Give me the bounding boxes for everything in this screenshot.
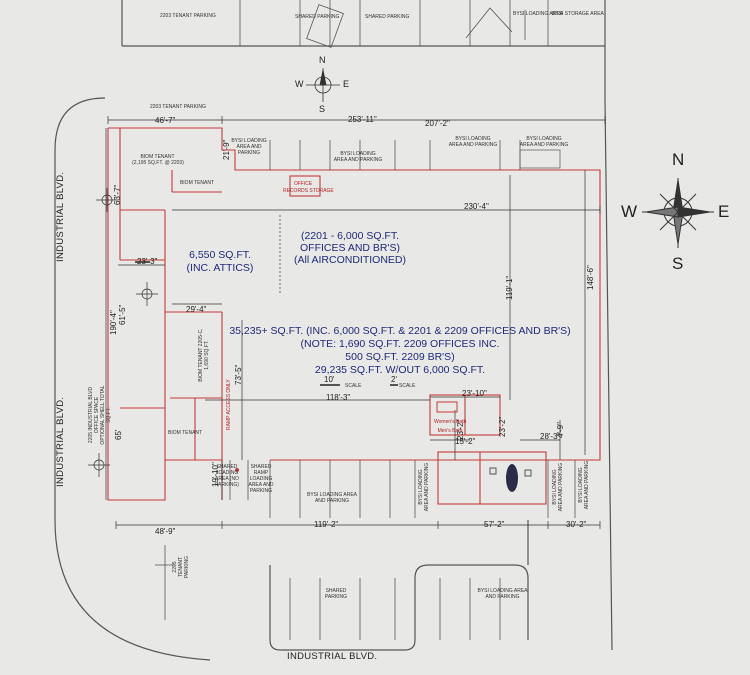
road-curbs (54, 0, 613, 661)
bysi-loading-label: BYSI LOADING AREA (513, 11, 564, 17)
compass-big-s: S (672, 254, 684, 273)
loading-label-bottom-main: BYSI LOADING AREA AND PARKING (306, 492, 358, 504)
shared-ramp-label: SHARED RAMP LOADING AREA AND PARKING (248, 464, 274, 494)
compass-big-w: W (621, 202, 638, 221)
scale-bars (135, 261, 398, 386)
loading-label-bottom-mid: BYSI LOADING AREA AND PARKING (418, 462, 430, 512)
small-compass-left2 (136, 282, 158, 306)
mens-bath-label: Men's Bath (437, 428, 463, 434)
dim-23-2-b: 23'-2" (498, 416, 507, 437)
dim-21-9: 21'-9" (222, 139, 231, 160)
dim-15-2: 15'-2" (455, 437, 476, 446)
south-shared-parking-label: SHARED PARKING (324, 588, 348, 600)
tenant-2205-parking-label: 2205 TENANT PARKING (172, 555, 190, 579)
loading-label-top3: BYSI LOADING AREA AND PARKING (448, 136, 498, 148)
loading-label-bottom-right: BYSI LOADING AREA AND PARKING (552, 462, 564, 512)
compass-big-n: N (672, 150, 685, 169)
office-area-line1: (2201 - 6,000 SQ.FT. (300, 230, 400, 242)
records-storage-label: RECORDS STORAGE (283, 188, 334, 194)
loading-label-right-vert: BYSI LOADING AREA AND PARKING (578, 460, 590, 510)
road-label-west-upper: INDUSTRIAL BLVD. (55, 171, 66, 262)
scale-2: 2' (391, 375, 397, 384)
interior-details (235, 149, 561, 492)
small-compass-top (306, 68, 340, 102)
dim-230-4: 230'-4" (464, 202, 489, 211)
dim-63-7: 63'-7" (113, 184, 122, 205)
office-area-line3: (All AIRCONDITIONED) (293, 254, 406, 266)
dim-57-2: 57'-2" (484, 520, 505, 529)
dim-61-5: 61'-5" (118, 304, 127, 325)
main-area-line3: 500 SQ.FT. 2209 BR'S) (345, 351, 455, 363)
dim-73-5: 73'-5" (234, 364, 243, 385)
south-bysi-label: BYSI LOADING AREA AND PARKING (477, 588, 528, 600)
road-label-west-lower: INDUSTRIAL BLVD. (55, 396, 66, 487)
scale-10: 10' (324, 375, 335, 384)
attic-area-line2: (INC. ATTICS) (186, 262, 254, 274)
compass-big-e: E (718, 202, 730, 221)
womens-bath-label: Women's Bath (434, 419, 467, 425)
biom-tenant-low: BIOM TENANT (168, 430, 203, 436)
dim-118-3: 118'-3" (326, 393, 351, 402)
shared-loading-label: SHARED LOADING AREA (NO PARKING) (215, 464, 239, 488)
shared-parking-label-2: SHARED PARKING (365, 14, 410, 20)
road-label-south: INDUSTRIAL BLVD. (287, 651, 378, 662)
loading-label-top1: BYSI LOADING AREA AND PARKING (231, 138, 267, 156)
dim-119-1: 119'-1" (505, 275, 514, 300)
tenant-parking-label: 2203 TENANT PARKING (160, 13, 216, 19)
upper-tenant-parking-label: 2203 TENANT PARKING (150, 104, 206, 110)
dim-23-10: 23'-10" (462, 389, 487, 398)
note-2205-label: 2205 INDUSTRIAL BLVD OFFICE SPACE OPTION… (88, 385, 112, 445)
dim-29-4: 29'-4" (186, 305, 207, 314)
biom-tenant-top-sub: (2,195 SQ.FT. @ 2203) (132, 160, 184, 166)
dim-19-10: 19'-10" (211, 462, 220, 487)
dim-48-9: 48'-9" (155, 527, 176, 536)
dim-23-3: 23'-3" (137, 257, 158, 266)
dim-30-2: 30'-2" (566, 520, 587, 529)
attic-area-line1: 6,550 SQ.FT. (189, 249, 251, 261)
main-area-line4: 29,235 SQ.FT. W/OUT 6,000 SQ.FT. (314, 364, 486, 376)
dim-4-9: 4'-9" (556, 422, 565, 438)
bottom-bay-stalls (155, 460, 576, 640)
biom-tenant-mid: BIOM TENANT (179, 180, 215, 186)
bysi-storage-label: BYSI STORAGE AREA (552, 11, 604, 17)
office-label: OFFICE (293, 181, 313, 187)
dim-65: 65' (114, 429, 123, 440)
scale-word-2: SCALE (399, 383, 416, 389)
loading-label-top2: BYSI LOADING AREA AND PARKING (333, 151, 383, 163)
compass-top-n: N (319, 55, 326, 65)
small-compass-left1 (96, 188, 118, 212)
big-compass (642, 178, 714, 248)
main-area-line2: (NOTE: 1,690 SQ.FT. 2209 OFFICES INC. (300, 338, 500, 350)
compass-top-s: S (319, 104, 326, 114)
compass-top-w: W (295, 79, 304, 89)
biom-tenant-vert: BIOM TENANT 2205-C, 1,690 SQ.FT. (198, 328, 210, 382)
dim-190-4: 190'-4" (109, 310, 118, 335)
ramp-access-label: RAMP ACCESS ONLY (226, 379, 232, 430)
scale-word-1: SCALE (345, 383, 362, 389)
dim-207-2: 207'-2" (425, 119, 450, 128)
dim-28-3: 28'-3" (540, 432, 561, 441)
dim-148-6: 148'-6" (586, 265, 595, 290)
dim-253-11: 253'-11" (348, 115, 377, 124)
loading-label-top4: BYSI LOADING AREA AND PARKING (519, 136, 569, 148)
shared-parking-label-1: SHARED PARKING (295, 14, 340, 20)
biom-tenant-top: BIOM TENANT (140, 154, 175, 160)
main-area-line1: 35,235+ SQ.FT. (INC. 6,000 SQ.FT. & 2201… (229, 325, 571, 337)
top-parking-stalls (239, 0, 549, 48)
dim-119-2: 119'-2" (314, 520, 339, 529)
small-compass-left3 (88, 453, 110, 477)
office-area-line2: OFFICES AND BR'S) (299, 242, 401, 254)
dim-46-7: 46'-7" (155, 116, 176, 125)
compass-top-e: E (343, 79, 350, 89)
dimension-lines (105, 116, 606, 529)
